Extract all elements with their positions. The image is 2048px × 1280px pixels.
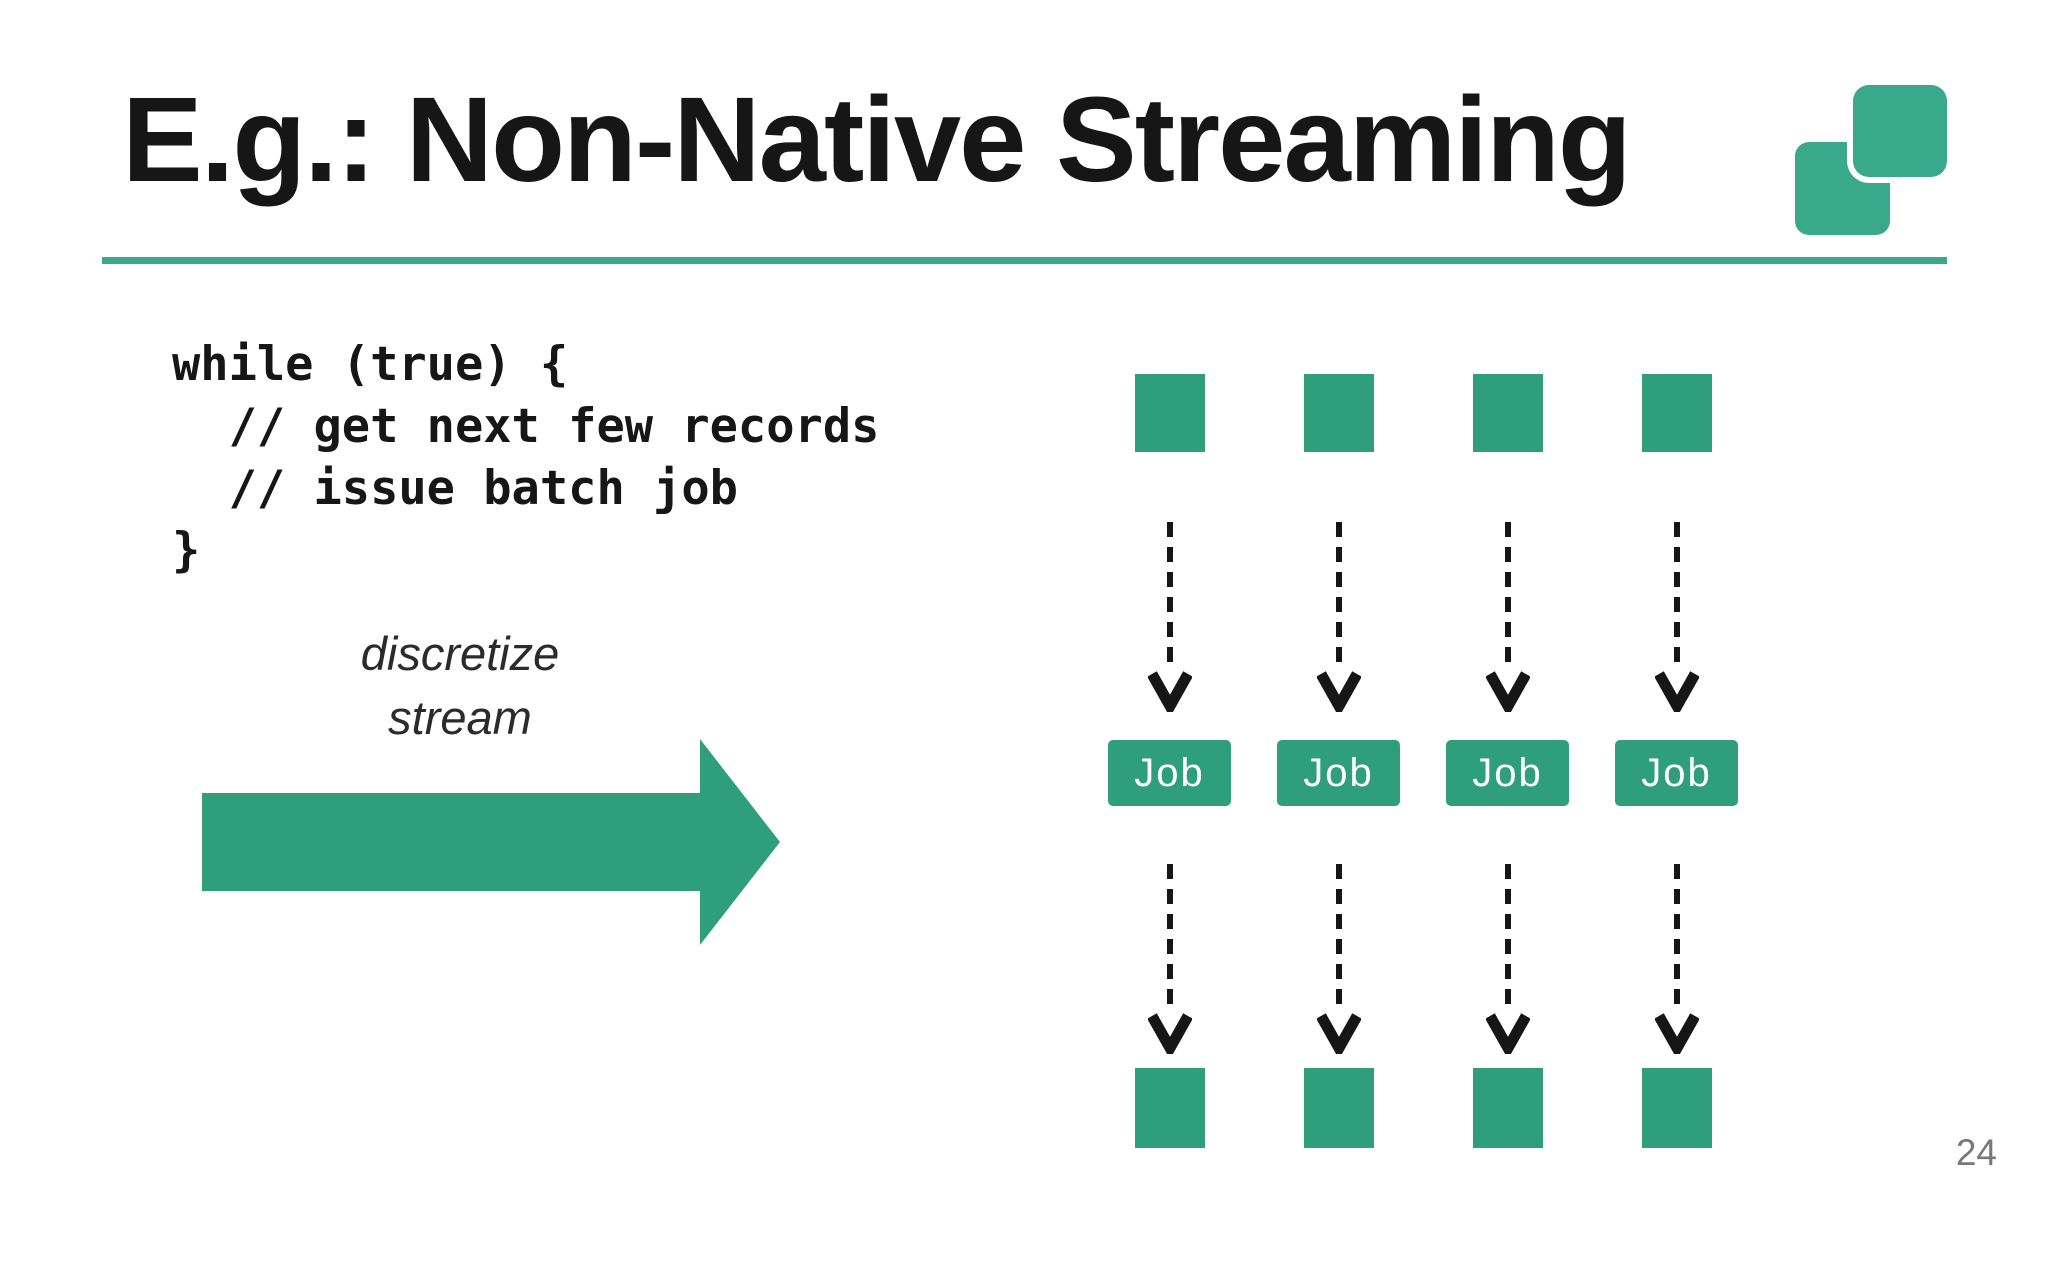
job-box: Job bbox=[1277, 740, 1400, 806]
discretize-arrow-icon bbox=[202, 739, 780, 945]
dashed-down-arrow-icon bbox=[1485, 522, 1530, 712]
code-block: while (true) { // get next few records /… bbox=[172, 334, 879, 582]
diagram-column: Job bbox=[1446, 374, 1569, 1150]
record-batch-square-top bbox=[1303, 374, 1374, 452]
dashed-down-arrow-icon bbox=[1147, 864, 1192, 1054]
job-box: Job bbox=[1108, 740, 1231, 806]
page-number: 24 bbox=[1955, 1132, 1997, 1173]
dashed-down-arrow-icon bbox=[1316, 864, 1361, 1054]
code-line: while (true) { bbox=[172, 337, 569, 392]
dashed-down-arrow-icon bbox=[1485, 864, 1530, 1054]
code-line: } bbox=[172, 523, 201, 578]
dashed-down-arrow-icon bbox=[1654, 522, 1699, 712]
diagram-column: Job bbox=[1108, 374, 1231, 1150]
record-batch-square-bottom bbox=[1134, 1068, 1205, 1148]
diagram-column: Job bbox=[1615, 374, 1738, 1150]
arrow-label-line2: stream bbox=[388, 691, 532, 744]
job-box: Job bbox=[1446, 740, 1569, 806]
dashed-down-arrow-icon bbox=[1654, 864, 1699, 1054]
record-batch-square-top bbox=[1472, 374, 1543, 452]
record-batch-square-bottom bbox=[1472, 1068, 1543, 1148]
record-batch-square-top bbox=[1641, 374, 1712, 452]
dashed-down-arrow-icon bbox=[1316, 522, 1361, 712]
code-line: // issue batch job bbox=[172, 461, 738, 516]
diagram-column: Job bbox=[1277, 374, 1400, 1150]
arrow-label-line1: discretize bbox=[360, 627, 560, 680]
record-batch-square-bottom bbox=[1303, 1068, 1374, 1148]
record-batch-square-top bbox=[1134, 374, 1205, 452]
record-batch-square-bottom bbox=[1641, 1068, 1712, 1148]
dashed-down-arrow-icon bbox=[1147, 522, 1192, 712]
logo-square-front bbox=[1853, 85, 1947, 177]
slide-title: E.g.: Non-Native Streaming bbox=[122, 71, 1632, 207]
stream-diagram: Job Job Job Job bbox=[1108, 374, 1738, 1150]
overlapping-squares-logo-icon bbox=[1795, 85, 1947, 235]
code-line: // get next few records bbox=[172, 399, 880, 454]
arrow-label: discretize stream bbox=[250, 622, 670, 750]
job-box: Job bbox=[1615, 740, 1738, 806]
title-underline bbox=[102, 257, 1947, 264]
